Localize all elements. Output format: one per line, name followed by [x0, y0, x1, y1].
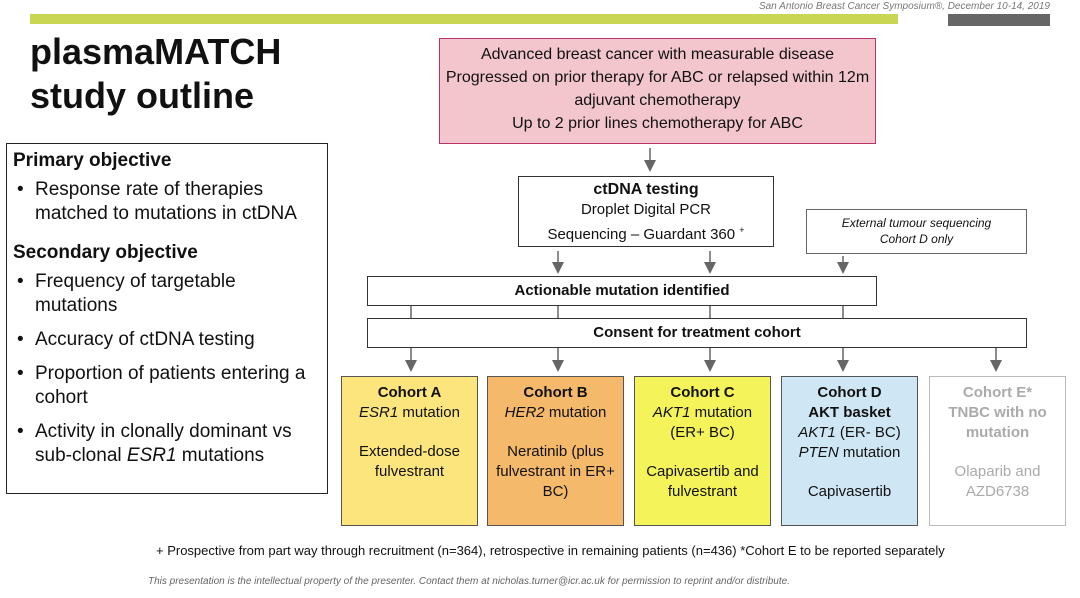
- ctdna-testing-box: ctDNA testing Droplet Digital PCR Sequen…: [518, 176, 774, 247]
- item-text: mutations: [176, 445, 265, 466]
- item-text: Activity in clonally dominant vs sub-clo…: [35, 421, 292, 466]
- eligibility-box: Advanced breast cancer with measurable d…: [439, 38, 876, 144]
- footnote-mark: +: [739, 225, 745, 235]
- ctdna-title: ctDNA testing: [593, 181, 699, 198]
- gene-suffix: (ER- BC): [835, 424, 901, 441]
- cohort-treatment: Extended-dose fulvestrant: [359, 443, 460, 480]
- cohort-d-box: Cohort D AKT basket AKT1 (ER- BC) PTEN m…: [781, 376, 918, 526]
- gene-name: AKT1: [652, 404, 691, 421]
- consent-box: Consent for treatment cohort: [367, 318, 1027, 348]
- list-item: Proportion of patients entering a cohort: [13, 362, 321, 410]
- external-sequencing-box: External tumour sequencing Cohort D only: [806, 209, 1027, 254]
- list-item: Response rate of therapies matched to mu…: [13, 178, 321, 226]
- cohort-name: Cohort E*: [962, 384, 1033, 401]
- footnote: + Prospective from part way through recr…: [156, 543, 945, 558]
- title-line-1: plasmaMATCH: [30, 31, 282, 72]
- accent-bar: [30, 14, 898, 24]
- secondary-objective-list: Frequency of targetable mutations Accura…: [13, 270, 321, 468]
- actionable-mutation-box: Actionable mutation identified: [367, 276, 877, 306]
- list-item: Accuracy of ctDNA testing: [13, 328, 321, 352]
- ctdna-method: Sequencing – Guardant 360 +: [519, 220, 773, 245]
- slide-tab: [948, 14, 1050, 26]
- symposium-note: San Antonio Breast Cancer Symposium®, De…: [758, 1, 1050, 12]
- cohort-gene: AKT1 mutation: [653, 404, 752, 421]
- cohort-e-box: Cohort E* TNBC with no mutation Olaparib…: [929, 376, 1066, 526]
- cohort-a-box: Cohort A ESR1 mutation Extended-dose ful…: [341, 376, 478, 526]
- cohort-gene: PTEN mutation: [782, 443, 917, 463]
- gene-suffix: mutation: [838, 444, 901, 461]
- gene-name: ESR1: [359, 404, 399, 421]
- gene-suffix: mutation: [544, 404, 607, 421]
- cohort-subtype: (ER+ BC): [670, 424, 735, 441]
- gene-name: AKT1: [798, 424, 836, 441]
- gene-suffix: mutation: [398, 404, 460, 421]
- cohort-gene: ESR1 mutation: [359, 404, 460, 421]
- primary-objective-list: Response rate of therapies matched to mu…: [13, 178, 321, 226]
- list-item: Activity in clonally dominant vs sub-clo…: [13, 420, 321, 468]
- slide-title: plasmaMATCH study outline: [30, 30, 281, 118]
- gene-name: HER2: [504, 404, 545, 421]
- cohort-name: Cohort A: [377, 384, 442, 401]
- cohort-name: Cohort D: [817, 384, 882, 401]
- cohort-treatment: Capivasertib and fulvestrant: [646, 463, 759, 500]
- cohort-gene: HER2 mutation: [505, 404, 607, 421]
- title-line-2: study outline: [30, 75, 254, 116]
- list-item: Frequency of targetable mutations: [13, 270, 321, 318]
- gene-name: PTEN: [798, 444, 839, 461]
- external-line: External tumour sequencing: [841, 216, 992, 230]
- gene-name: ESR1: [126, 445, 177, 466]
- cohort-subname: AKT basket: [808, 404, 891, 421]
- secondary-objective-heading: Secondary objective: [13, 242, 198, 263]
- cohort-name: Cohort C: [670, 384, 735, 401]
- cohort-treatment: Neratinib (plus fulvestrant in ER+ BC): [496, 443, 615, 500]
- ctdna-method: Droplet Digital PCR: [580, 201, 712, 218]
- cohort-c-box: Cohort C AKT1 mutation (ER+ BC) Capivase…: [634, 376, 771, 526]
- cohort-treatment: Capivasertib: [807, 483, 892, 500]
- cohort-b-box: Cohort B HER2 mutation Neratinib (plus f…: [487, 376, 624, 526]
- external-line: Cohort D only: [879, 232, 954, 246]
- cohort-description: TNBC with no mutation: [948, 404, 1047, 441]
- copyright-footer: This presentation is the intellectual pr…: [148, 576, 790, 587]
- eligibility-line: Progressed on prior therapy for ABC or r…: [445, 69, 870, 109]
- ctdna-method-text: Sequencing – Guardant 360: [547, 226, 736, 243]
- gene-suffix: mutation: [690, 404, 753, 421]
- cohort-name: Cohort B: [523, 384, 588, 401]
- cohort-gene: AKT1 (ER- BC): [782, 423, 917, 443]
- cohort-treatment: Olaparib and AZD6738: [954, 463, 1041, 500]
- primary-objective-heading: Primary objective: [13, 150, 172, 171]
- eligibility-line: Up to 2 prior lines chemotherapy for ABC: [512, 115, 803, 132]
- eligibility-line: Advanced breast cancer with measurable d…: [480, 46, 835, 63]
- objectives-panel: Primary objective Response rate of thera…: [6, 143, 328, 494]
